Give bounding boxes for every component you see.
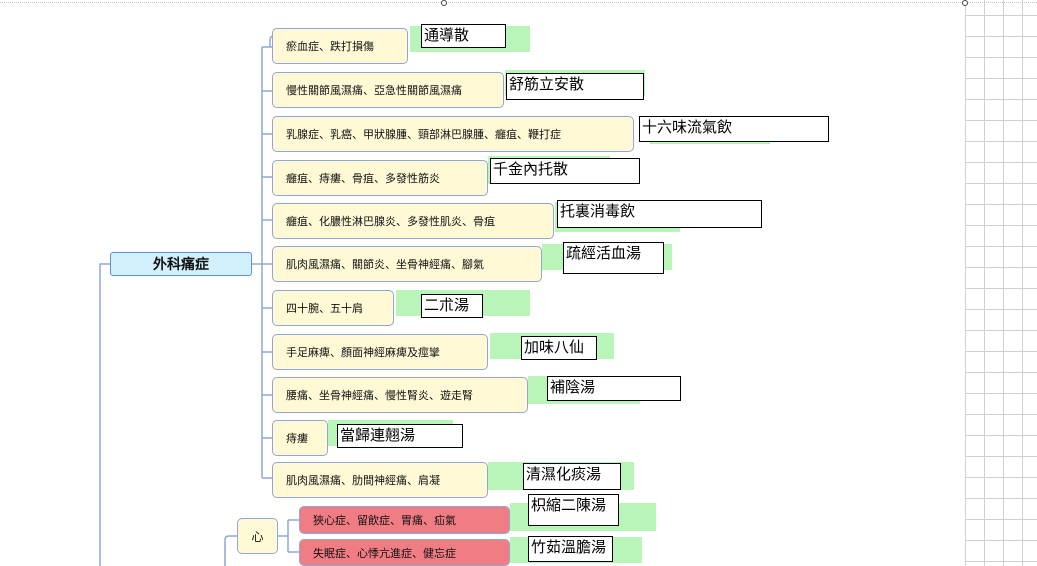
condition-node[interactable]: 癰疽、化膿性淋巴腺炎、多發性肌炎、骨疽 bbox=[272, 203, 554, 239]
root-node[interactable]: 外科痛症 bbox=[110, 252, 252, 276]
condition-node[interactable]: 慢性關節風濕痛、亞急性關節風濕痛 bbox=[272, 72, 504, 108]
selection-handle[interactable] bbox=[962, 0, 968, 6]
formula-label[interactable]: 千金內托散 bbox=[490, 158, 640, 184]
formula-label[interactable]: 加味八仙 bbox=[521, 336, 597, 360]
category-node[interactable]: 心 bbox=[237, 518, 278, 554]
condition-node[interactable]: 腰痛、坐骨神經痛、慢性腎炎、遊走腎 bbox=[272, 377, 528, 413]
selection-handle[interactable] bbox=[441, 0, 447, 6]
spreadsheet-grid bbox=[965, 0, 1037, 566]
condition-node[interactable]: 肌肉風濕痛、關節炎、坐骨神經痛、腳氣 bbox=[272, 246, 542, 282]
condition-node[interactable]: 瘀血症、跌打損傷 bbox=[272, 28, 408, 64]
condition-node[interactable]: 乳腺症、乳癌、甲狀腺腫、頸部淋巴腺腫、癰疽、鞭打症 bbox=[272, 116, 634, 152]
formula-label[interactable]: 舒筋立安散 bbox=[506, 73, 644, 100]
formula-label[interactable]: 當歸連翹湯 bbox=[337, 424, 463, 448]
condition-node[interactable]: 肌肉風濕痛、肋間神經痛、肩凝 bbox=[272, 462, 488, 498]
condition-node[interactable]: 痔瘻 bbox=[272, 420, 328, 456]
condition-node[interactable]: 手足麻痺、顏面神經麻痺及痙攣 bbox=[272, 334, 488, 370]
formula-label[interactable]: 十六味流氣飲 bbox=[639, 116, 829, 142]
condition-node[interactable]: 癰疽、痔瘻、骨疽、多發性筋炎 bbox=[272, 160, 488, 196]
formula-label[interactable]: 清濕化痰湯 bbox=[523, 463, 621, 490]
page-top-edge bbox=[0, 0, 1037, 3]
condition-node[interactable]: 狹心症、留飲症、胃痛、疝氣 bbox=[299, 506, 510, 534]
formula-label[interactable]: 托裏消毒飲 bbox=[557, 200, 762, 228]
formula-label[interactable]: 疏經活血湯 bbox=[563, 242, 664, 274]
formula-label[interactable]: 通導散 bbox=[421, 24, 506, 48]
formula-label[interactable]: 二朮湯 bbox=[421, 294, 483, 318]
condition-node[interactable]: 四十腕、五十肩 bbox=[272, 290, 394, 326]
condition-node[interactable]: 失眠症、心悸亢進症、健忘症 bbox=[299, 539, 510, 566]
formula-label[interactable]: 竹茹溫膽湯 bbox=[528, 536, 613, 562]
formula-label[interactable]: 補陰湯 bbox=[547, 376, 681, 401]
formula-label[interactable]: 枳縮二陳湯 bbox=[528, 494, 619, 526]
